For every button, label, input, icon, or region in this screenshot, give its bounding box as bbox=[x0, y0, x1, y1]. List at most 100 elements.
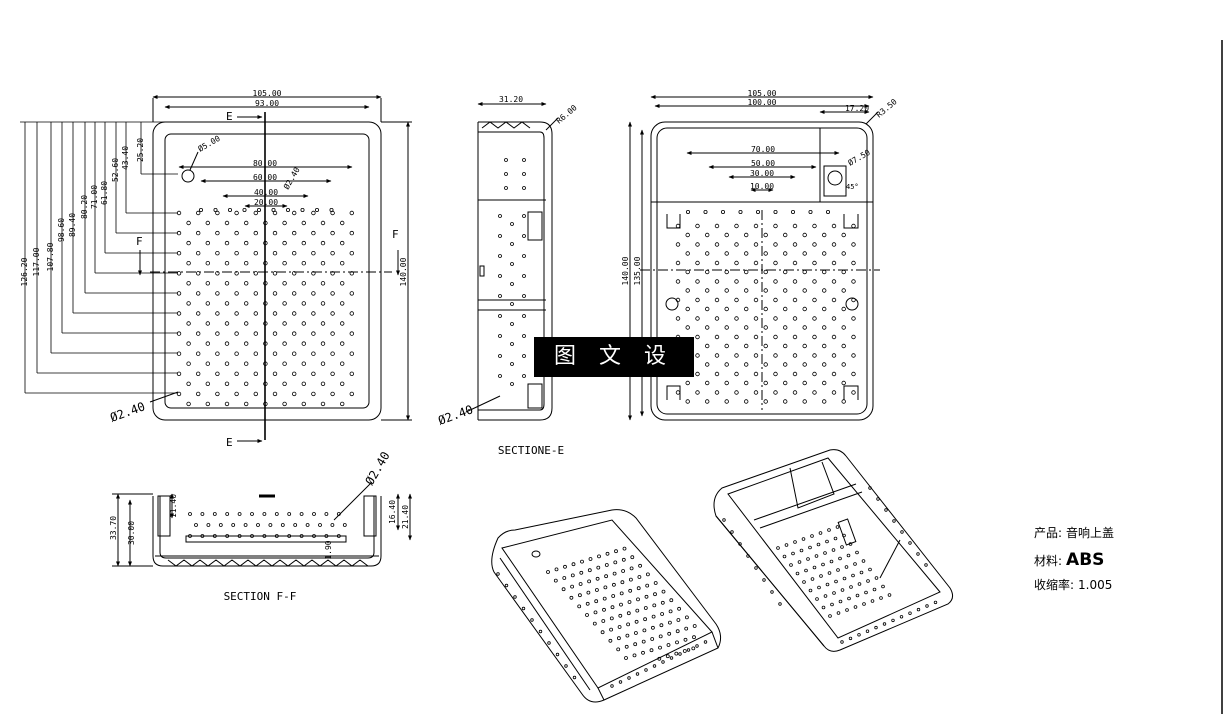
iso-vent-hole bbox=[677, 606, 681, 611]
leader-hole-e bbox=[465, 395, 501, 413]
iso-vent-hole bbox=[650, 637, 655, 641]
vent-hole bbox=[783, 325, 788, 330]
vent-hole bbox=[195, 271, 201, 276]
iso-vent-hole bbox=[821, 605, 826, 610]
iso-vent-hole bbox=[692, 624, 697, 628]
vent-hole bbox=[272, 331, 278, 336]
iso-vent-hole bbox=[659, 623, 664, 628]
vent-hole bbox=[822, 232, 827, 238]
iso-vent-hole bbox=[832, 591, 836, 595]
vent-hole bbox=[349, 371, 354, 376]
iso-vent-hole bbox=[799, 548, 804, 553]
iso-vent-hole bbox=[636, 597, 640, 602]
vent-hole bbox=[773, 297, 778, 303]
vent-hole bbox=[186, 240, 191, 246]
iso-vent-hole bbox=[587, 568, 592, 573]
iso-side-hole bbox=[627, 676, 631, 680]
vent-hole bbox=[812, 242, 817, 247]
dim-pin-dia: Ø2.40 bbox=[108, 399, 147, 425]
vent-hole bbox=[176, 391, 182, 397]
vent-hole bbox=[330, 311, 335, 316]
vent-hole bbox=[243, 361, 249, 366]
vent-hole bbox=[320, 301, 326, 306]
section-hole bbox=[324, 512, 329, 516]
vent-hole bbox=[330, 351, 335, 356]
vent-hole bbox=[311, 250, 316, 256]
vent-hole bbox=[773, 353, 778, 358]
iso-vent-hole bbox=[848, 542, 853, 546]
section-hole bbox=[206, 523, 211, 527]
iso-vent-hole bbox=[675, 629, 680, 634]
vent-hole bbox=[320, 240, 326, 246]
vent-hole bbox=[195, 331, 201, 336]
section-hole bbox=[498, 374, 502, 378]
dim-back-radius: R3.50 bbox=[875, 97, 899, 119]
vent-hole bbox=[792, 223, 798, 229]
iso-vent-hole bbox=[633, 642, 638, 647]
iso-vent-hole bbox=[862, 602, 866, 606]
vent-hole bbox=[340, 401, 345, 407]
iso-side-hole bbox=[762, 578, 766, 582]
vent-hole bbox=[724, 343, 729, 349]
vent-hole bbox=[822, 325, 827, 330]
vent-hole bbox=[282, 361, 287, 366]
iso-vent-hole bbox=[801, 537, 806, 541]
vent-hole bbox=[176, 371, 182, 376]
iso-vent-hole bbox=[580, 559, 584, 564]
iso-vent-hole bbox=[829, 559, 834, 564]
section-hole bbox=[522, 158, 526, 162]
vent-hole bbox=[282, 401, 287, 407]
vent-hole bbox=[349, 271, 354, 276]
vent-hole bbox=[292, 371, 297, 376]
vent-hole bbox=[253, 391, 258, 397]
vent-hole bbox=[340, 321, 345, 326]
vent-hole bbox=[763, 306, 768, 312]
vent-hole bbox=[349, 311, 354, 316]
iso-vent-hole bbox=[629, 566, 634, 571]
section-hole bbox=[522, 214, 526, 218]
iso-vent-hole bbox=[844, 565, 849, 569]
vent-hole bbox=[802, 362, 807, 367]
vent-hole bbox=[851, 390, 856, 395]
iso-vent-hole bbox=[675, 640, 679, 645]
iso-vent-hole bbox=[577, 604, 582, 609]
iso-vent-hole bbox=[683, 637, 688, 642]
vent-hole bbox=[695, 297, 700, 303]
vent-hole bbox=[282, 261, 287, 266]
vent-hole bbox=[253, 371, 258, 376]
vent-hole bbox=[734, 297, 739, 303]
iso-side-hole bbox=[738, 542, 742, 546]
vent-hole bbox=[272, 230, 278, 236]
iso-vent-hole bbox=[835, 525, 840, 529]
vent-hole bbox=[831, 353, 837, 358]
section-f-hatch bbox=[167, 559, 369, 567]
vent-hole bbox=[812, 223, 817, 229]
vent-hole bbox=[802, 399, 807, 404]
vent-hole bbox=[714, 353, 720, 358]
vent-hole bbox=[349, 391, 354, 397]
vent-hole bbox=[792, 297, 798, 303]
iso-vent-hole bbox=[588, 557, 593, 561]
iso-vent-hole bbox=[632, 653, 637, 658]
vent-hole bbox=[340, 381, 345, 386]
iso-side-hole bbox=[521, 606, 526, 611]
iso-vent-hole bbox=[823, 594, 828, 598]
iso-vent-hole bbox=[825, 582, 830, 587]
vent-hole bbox=[253, 331, 258, 336]
vent-hole bbox=[841, 362, 846, 367]
vent-hole bbox=[802, 380, 807, 386]
iso-vent-hole bbox=[661, 589, 666, 594]
iso-vent-hole bbox=[616, 647, 621, 652]
vent-hole bbox=[831, 371, 837, 377]
vent-hole bbox=[349, 250, 354, 256]
dim-hole-dia-2: Ø2.40 bbox=[281, 165, 302, 191]
vent-hole bbox=[724, 288, 729, 293]
iso-side-hole bbox=[703, 640, 708, 644]
iso-side-hole bbox=[874, 625, 878, 630]
iso-side-hole bbox=[868, 486, 872, 490]
vent-hole bbox=[234, 210, 239, 216]
vent-hole bbox=[791, 209, 796, 214]
vent-hole bbox=[705, 343, 710, 349]
vent-hole bbox=[808, 209, 813, 214]
iso-vent-hole bbox=[845, 608, 849, 612]
